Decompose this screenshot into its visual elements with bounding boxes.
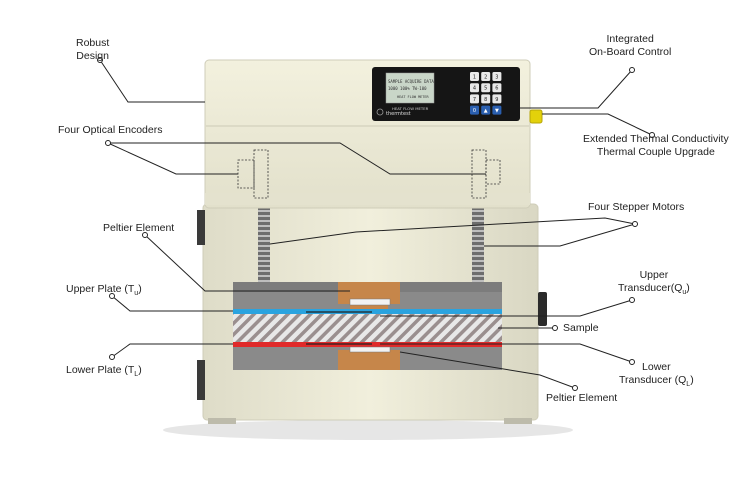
keypad-key xyxy=(481,72,491,81)
sample-block xyxy=(233,314,502,342)
keypad-key xyxy=(492,94,502,104)
keypad-key-label: 2 xyxy=(484,75,487,81)
keypad-key xyxy=(492,105,502,115)
label-thermal-upgrade: Extended Thermal Conductivity Thermal Co… xyxy=(583,133,729,158)
base-foot-left xyxy=(208,418,236,424)
keypad-key-label: 8 xyxy=(484,97,487,103)
pointer-control xyxy=(520,69,633,109)
thermal-upgrade-button xyxy=(529,109,543,124)
label-lower-transducer: Lower Transducer (QL) xyxy=(619,361,694,389)
pointer-encoder-right xyxy=(108,142,486,175)
keypad: 1 2 3 4 5 6 7 8 9 0 ▲ ▼ xyxy=(470,72,502,115)
ground-shadow xyxy=(163,420,573,440)
label-sample: Sample xyxy=(563,322,599,334)
lcd-line-3: HEAT FLOW METER xyxy=(397,95,430,99)
lower-copper-block xyxy=(338,347,400,370)
pointer-lower-transducer xyxy=(380,343,633,363)
pointer-robust xyxy=(99,59,205,103)
keypad-key-label: 9 xyxy=(495,97,498,103)
keypad-key xyxy=(470,105,479,115)
pointer-lower-plate xyxy=(111,343,233,358)
keypad-key-label: 3 xyxy=(495,75,498,81)
keypad-key xyxy=(470,72,479,81)
lcd-screen xyxy=(385,72,435,104)
stepper-screw-left xyxy=(258,200,270,285)
upper-peltier-strip xyxy=(349,298,391,306)
keypad-key-label: 0 xyxy=(473,108,476,114)
label-upper-transducer: Upper Transducer(Qu) xyxy=(618,269,690,297)
brand-logo-icon xyxy=(376,108,384,116)
brand-name: thermtest xyxy=(386,111,411,117)
keypad-key xyxy=(470,94,479,104)
right-port xyxy=(538,292,547,326)
label-lower-plate: Lower Plate (TL) xyxy=(66,364,142,379)
keypad-key-label: 7 xyxy=(473,97,476,103)
pointer-stepper-right xyxy=(484,223,636,247)
lcd-line-1: SAMPLE ACQUIRE DATA xyxy=(388,79,434,84)
panel-title: HEAT FLOW METER xyxy=(392,106,429,111)
pointer-lines xyxy=(97,57,655,391)
test-chamber xyxy=(233,282,502,370)
keypad-key-label: ▼ xyxy=(495,108,499,114)
keypad-key-label: 1 xyxy=(473,75,476,81)
label-robust-design: Robust Design xyxy=(76,37,110,62)
keypad-key-label: ▲ xyxy=(484,108,488,114)
pointer-peltier-bottom xyxy=(399,351,576,389)
pointer-peltier-top xyxy=(144,234,350,292)
left-connector-top xyxy=(197,210,205,245)
control-panel: SAMPLE ACQUIRE DATA 1000 100% TW-100 HEA… xyxy=(372,67,520,121)
label-peltier-bottom: Peltier Element xyxy=(546,392,618,404)
pointer-upper-plate xyxy=(111,295,233,312)
keypad-key xyxy=(470,83,479,93)
stepper-screw-right xyxy=(472,200,484,285)
keypad-key xyxy=(481,105,491,115)
lcd-line-2: 1000 100% TW-100 xyxy=(388,86,427,91)
label-optical-encoders: Four Optical Encoders xyxy=(58,124,163,136)
lower-peltier-strip xyxy=(349,346,391,353)
pointer-upper-transducer xyxy=(380,299,633,317)
pointer-thermal xyxy=(542,113,653,136)
keypad-key-label: 4 xyxy=(473,86,476,92)
pointer-encoder-left xyxy=(107,142,238,175)
label-stepper-motors: Four Stepper Motors xyxy=(588,201,685,213)
pointer-stepper-left xyxy=(269,217,636,245)
left-connector-bottom xyxy=(197,360,205,400)
base-foot-right xyxy=(504,418,532,424)
keypad-key xyxy=(492,83,502,93)
keypad-key-label: 6 xyxy=(495,86,498,92)
label-upper-plate: Upper Plate (Tu) xyxy=(66,283,142,298)
label-peltier-top: Peltier Element xyxy=(103,222,175,234)
keypad-key xyxy=(481,83,491,93)
keypad-key xyxy=(481,94,491,104)
keypad-key-label: 5 xyxy=(484,86,487,92)
keypad-key xyxy=(492,72,502,81)
label-integrated-control: Integrated On-Board Control xyxy=(589,33,672,58)
